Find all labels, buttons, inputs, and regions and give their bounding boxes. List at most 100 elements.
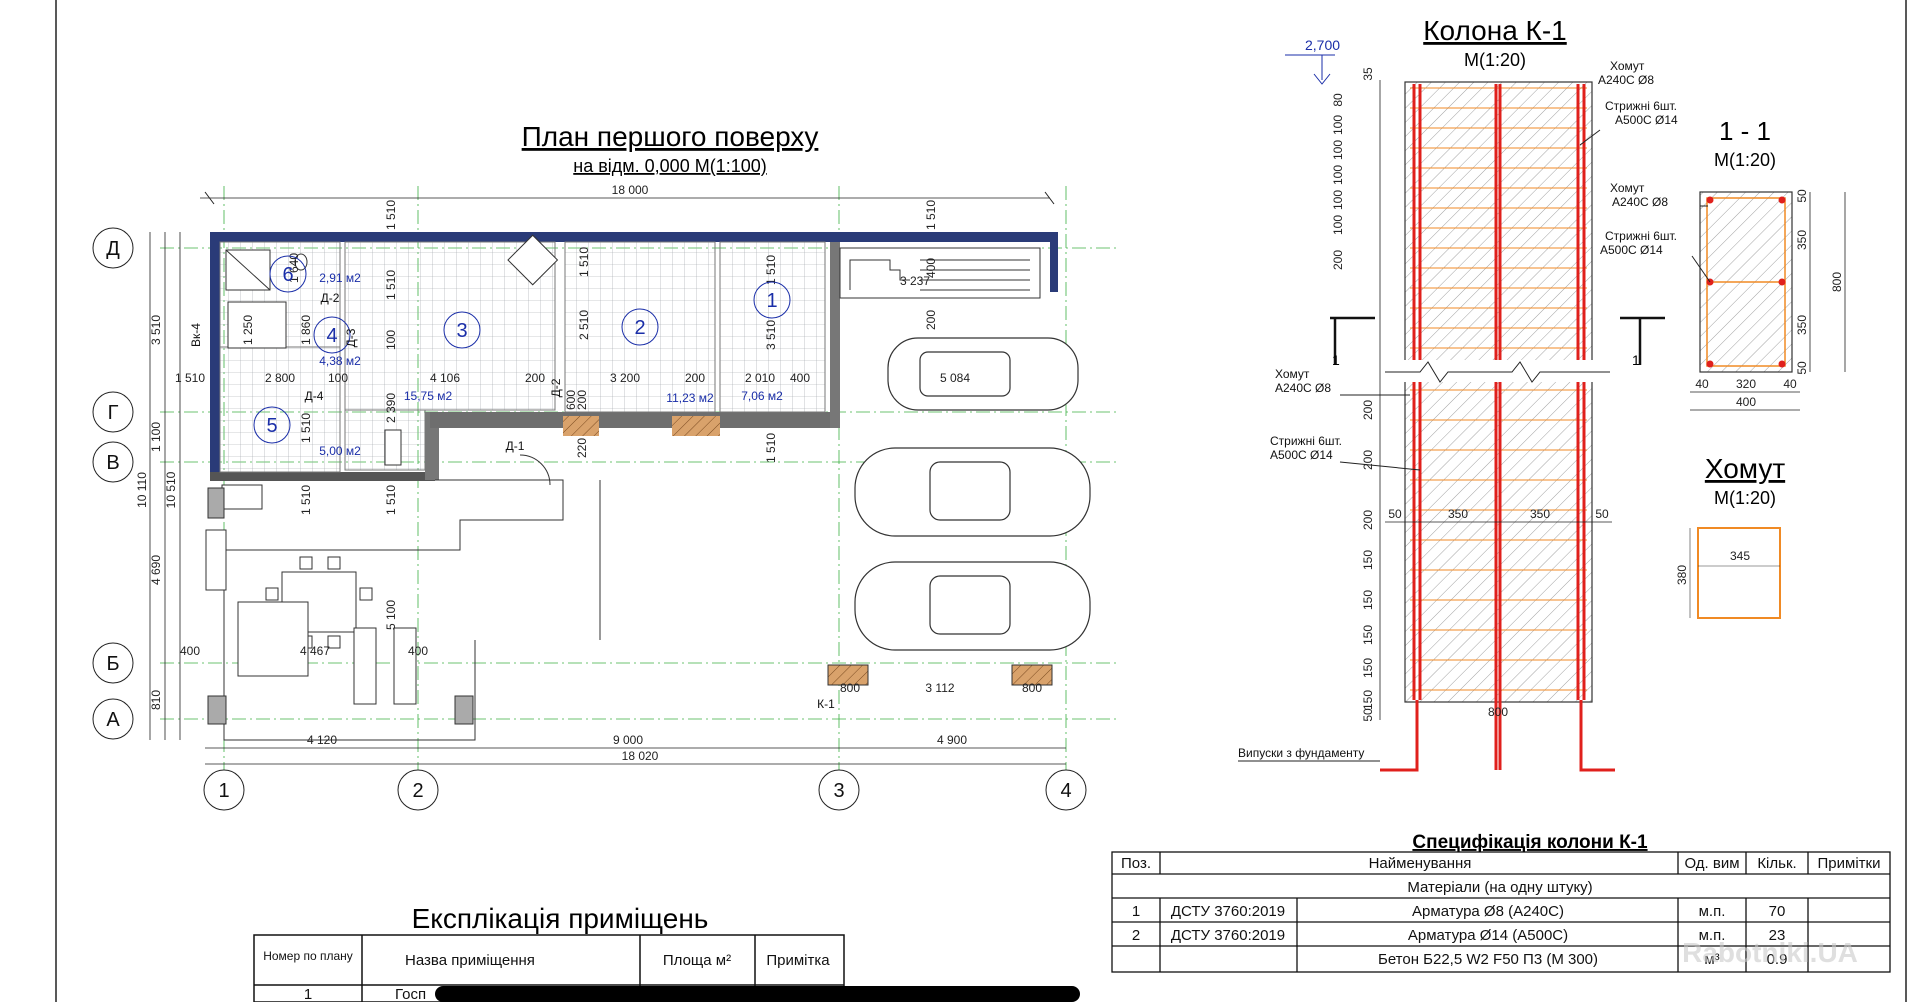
vk4-label: Вк-4 xyxy=(189,323,203,347)
khomut-scale: М(1:20) xyxy=(1714,488,1776,508)
dim-100: 100 xyxy=(328,371,348,385)
dim-400-mid2: 1 510 xyxy=(384,485,398,515)
spec-r1-unit: м.п. xyxy=(1699,903,1726,920)
room-4-area: 4,38 м2 xyxy=(319,354,361,368)
vdim-100d: 100 xyxy=(1331,190,1345,210)
spec-r2-std: ДСТУ 3760:2019 xyxy=(1171,927,1285,944)
spec-r2-pos: 2 xyxy=(1132,927,1140,944)
dim-left-10110: 10 110 xyxy=(135,472,149,508)
dim-800-b: 800 xyxy=(1022,681,1042,695)
vdim-150e: 150 xyxy=(1361,690,1375,710)
dim-400-mid: 1 510 xyxy=(299,485,313,515)
dim-1510-b: 1 510 xyxy=(384,270,398,300)
explication-table: Експлікація приміщень Номер по плану Наз… xyxy=(253,903,1080,1003)
dim-200b: 200 xyxy=(685,371,705,385)
dim-bottom-4120: 4 120 xyxy=(307,733,337,747)
spec-h-qty: Кільк. xyxy=(1757,855,1796,872)
room-6-number: 6 xyxy=(282,264,293,286)
axis-a: А xyxy=(106,709,120,731)
door-d2b-label: Д-2 xyxy=(549,378,563,397)
level-mark: 2,700 xyxy=(1305,37,1340,53)
redaction-bar xyxy=(435,986,1080,1002)
bars-top-spec: А500С Ø14 xyxy=(1615,113,1678,127)
vdim-100e: 100 xyxy=(1331,215,1345,235)
spec-r3-name: Бетон Б22,5 W2 F50 П3 (М 300) xyxy=(1378,951,1598,968)
axis-3: 3 xyxy=(833,780,844,802)
section-scale: М(1:20) xyxy=(1714,150,1776,170)
spec-h-pos: Поз. xyxy=(1121,855,1151,872)
spec-r3-qty: 0.9 xyxy=(1767,951,1788,968)
dim-1510: 1 510 xyxy=(299,413,313,443)
room-5-number: 5 xyxy=(266,415,277,437)
expl-row1-num: 1 xyxy=(304,986,312,1002)
door-d4-label: Д-4 xyxy=(305,389,324,403)
sec-dim-800: 800 xyxy=(1830,272,1844,292)
vdim-200b: 200 xyxy=(1361,400,1375,420)
dim-2800: 2 800 xyxy=(265,371,295,385)
vypusky-label: Випуски з фундаменту xyxy=(1238,746,1364,760)
k1-label: К-1 xyxy=(817,697,835,711)
dim-1640: 1 640 xyxy=(287,253,301,283)
dim-220: 220 xyxy=(575,438,589,458)
vdim-150b: 150 xyxy=(1361,590,1375,610)
sec-bdim-40a: 40 xyxy=(1695,377,1709,391)
expl-header-num: Номер по плану xyxy=(263,949,353,963)
column-scale: М(1:20) xyxy=(1464,50,1526,70)
vdim-80: 80 xyxy=(1331,93,1345,107)
hdim-350b: 350 xyxy=(1530,507,1550,521)
room-4-number: 4 xyxy=(326,325,337,347)
room-3-number: 3 xyxy=(456,320,467,342)
khomut-top-spec: А240С Ø8 xyxy=(1598,73,1654,87)
dim-800-a: 800 xyxy=(840,681,860,695)
dim-3112: 3 112 xyxy=(925,681,954,695)
spec-r1-qty: 70 xyxy=(1769,903,1786,920)
dim-bottom-4900: 4 900 xyxy=(937,733,967,747)
hdim-50a: 50 xyxy=(1388,507,1402,521)
spec-r1-std: ДСТУ 3760:2019 xyxy=(1171,903,1285,920)
vdim-100c: 100 xyxy=(1331,165,1345,185)
expl-row1-name: Госп xyxy=(395,986,426,1002)
spec-h-note: Примітки xyxy=(1818,855,1881,872)
expl-header-note: Примітка xyxy=(766,952,830,969)
room-1-number: 1 xyxy=(766,290,777,312)
bars-top-label: Стрижні 6шт. xyxy=(1605,99,1677,113)
axis-b: Б xyxy=(106,653,119,675)
dim-400-b: 400 xyxy=(180,644,200,658)
expl-header-area: Площа м² xyxy=(663,952,731,969)
dim-3237: 3 237 xyxy=(900,274,930,288)
section-bars-label: Стрижні 6шт. xyxy=(1605,229,1677,243)
dim-3510-r: 3 510 xyxy=(764,320,778,350)
khomut-height: 380 xyxy=(1675,565,1689,585)
sec-bdim-40b: 40 xyxy=(1783,377,1797,391)
dim-2010: 2 010 xyxy=(745,371,775,385)
spec-r2-name: Арматура Ø14 (А500С) xyxy=(1408,927,1568,944)
khomut-left-spec: А240С Ø8 xyxy=(1275,381,1331,395)
khomut-left-label: Хомут xyxy=(1275,367,1310,381)
expl-header-name: Назва приміщення xyxy=(405,952,535,969)
axis-1: 1 xyxy=(218,780,229,802)
room-2-area: 11,23 м2 xyxy=(666,391,714,405)
dim-2510: 2 510 xyxy=(577,310,591,340)
car-outlines xyxy=(854,337,1091,651)
dim-100-st: 400 xyxy=(924,258,938,278)
spec-h-name: Найменування xyxy=(1369,855,1472,872)
expl-title: Експлікація приміщень xyxy=(412,903,709,934)
dim-400-b2: 400 xyxy=(408,644,428,658)
room-2-number: 2 xyxy=(634,317,645,339)
axis-v: В xyxy=(106,452,119,474)
column-title: Колона К-1 xyxy=(1423,15,1567,46)
hdim-350a: 350 xyxy=(1448,507,1468,521)
dim-400: 400 xyxy=(790,371,810,385)
dim-800-v: 100 xyxy=(384,330,398,350)
dim-2390: 2 390 xyxy=(384,393,398,423)
section-mark-right: 1 xyxy=(1632,352,1640,368)
dim-3200: 3 200 xyxy=(610,371,640,385)
dim-400-top4: 1 510 xyxy=(924,200,938,230)
spec-r3-unit: м³ xyxy=(1704,951,1719,968)
vdim-50: 50 xyxy=(1361,708,1375,722)
spec-r1-pos: 1 xyxy=(1132,903,1140,920)
door-d1-label: Д-1 xyxy=(506,439,525,453)
watermark-text: Rabotniki.UA xyxy=(1682,937,1858,968)
